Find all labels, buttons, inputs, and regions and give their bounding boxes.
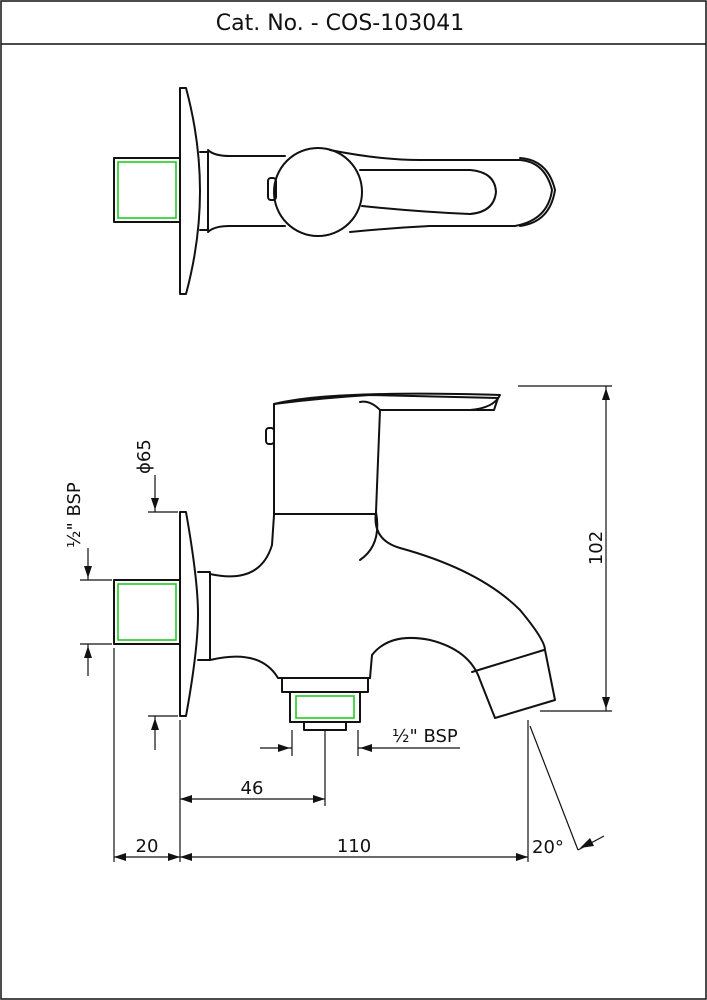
side-inlet-pipe bbox=[113, 579, 181, 645]
top-neck bbox=[199, 151, 209, 231]
top-flange bbox=[179, 87, 201, 295]
top-lever-handle bbox=[329, 149, 553, 233]
inlet-thread-label: ½" BSP bbox=[64, 482, 85, 548]
top-small-knob bbox=[267, 177, 277, 201]
top-lever-slot bbox=[359, 168, 497, 215]
side-flange bbox=[179, 511, 199, 717]
side-view-drawing bbox=[113, 392, 556, 731]
side-outlet-collar bbox=[281, 677, 369, 693]
side-body bbox=[209, 392, 501, 578]
top-body-upper bbox=[207, 149, 286, 157]
height-label: 102 bbox=[586, 531, 607, 565]
side-spout-ring bbox=[471, 649, 545, 673]
inlet-length-label: 20 bbox=[136, 836, 159, 857]
flange-diameter-label: ϕ65 bbox=[134, 439, 155, 474]
side-small-knob bbox=[265, 427, 275, 445]
spout-angle-label: 20° bbox=[532, 837, 564, 858]
side-inlet-thread bbox=[117, 583, 177, 641]
outlet-offset-label: 46 bbox=[241, 778, 264, 799]
side-neck bbox=[197, 571, 211, 661]
top-spout-tip bbox=[519, 157, 556, 227]
dimension-lines bbox=[80, 385, 612, 862]
top-body-lower bbox=[207, 225, 286, 233]
catalog-number-title: Cat. No. - COS-103041 bbox=[216, 11, 464, 36]
top-handle-round bbox=[273, 147, 363, 237]
top-view-drawing bbox=[113, 87, 556, 295]
side-outlet-thread bbox=[295, 695, 355, 719]
side-spout bbox=[369, 511, 556, 719]
side-body-bottom bbox=[209, 655, 371, 679]
top-inlet-pipe bbox=[113, 157, 181, 223]
top-inlet-thread bbox=[117, 161, 177, 219]
spout-length-label: 110 bbox=[337, 836, 371, 857]
side-lever bbox=[273, 394, 499, 411]
outlet-thread-label: ½" BSP bbox=[392, 726, 458, 747]
side-outlet-tail bbox=[303, 721, 347, 731]
